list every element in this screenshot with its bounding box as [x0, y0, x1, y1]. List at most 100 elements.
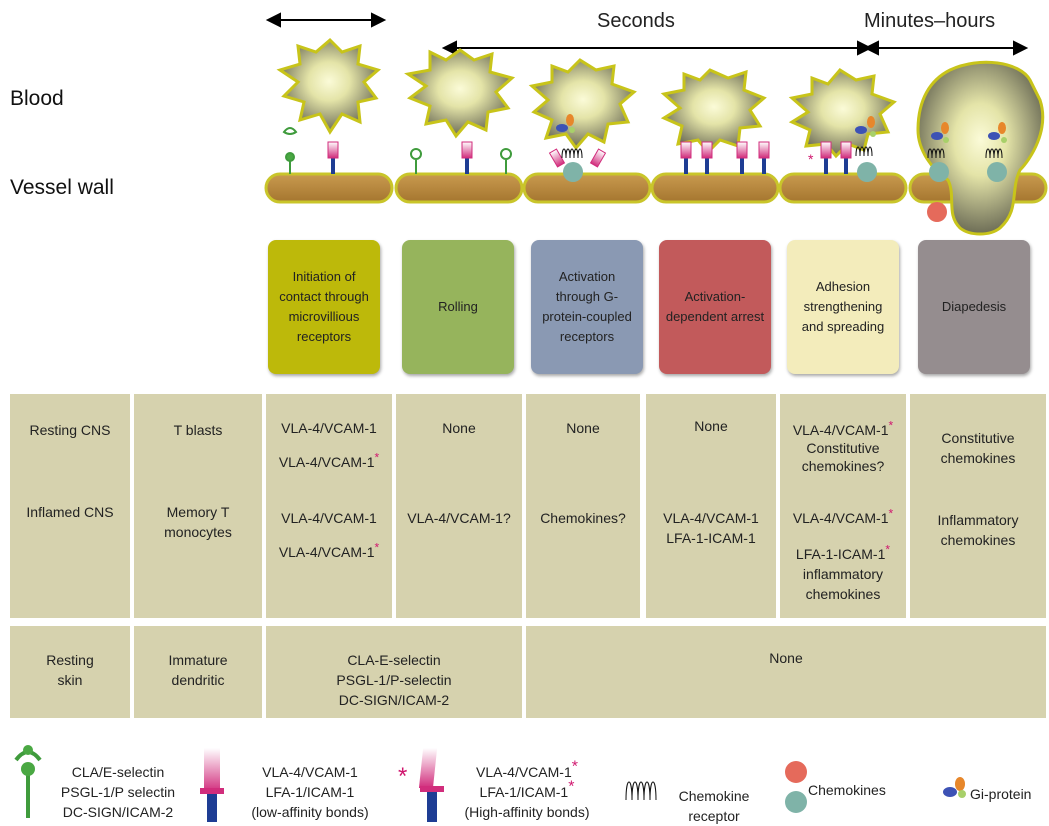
cell-col1-cns: VLA-4/VCAM-1 VLA-4/VCAM-1* VLA-4/VCAM-1 …	[266, 394, 392, 618]
cell-tissue-cns: Resting CNS Inflamed CNS	[10, 394, 130, 618]
legend-icons: *	[14, 745, 966, 822]
vessel-wall-label: Vessel wall	[10, 176, 114, 199]
stage-activation-label: Activation through G-protein-coupled rec…	[542, 269, 632, 344]
stage-diapedesis: Diapedesis	[918, 240, 1030, 374]
receptor-markers: *	[556, 114, 1007, 222]
chemokine-receptor-icon	[625, 781, 657, 801]
resting-skin-2: skin	[57, 672, 83, 688]
resting-skin-1: Resting	[46, 652, 94, 668]
legend-selectin-3: DC-SIGN/ICAM-2	[62, 804, 174, 820]
cell-celltype-skin: Immature dendritic	[134, 626, 262, 718]
svg-text:*: *	[398, 763, 407, 790]
monocytes-label: monocytes	[164, 524, 232, 540]
cell-col3-cns: None Chemokines?	[526, 394, 640, 618]
legend-high-1-wrap: VLA-4/VCAM-1*	[452, 759, 602, 782]
arrow-minutes-hours	[863, 40, 1029, 56]
legend-high-1: VLA-4/VCAM-1	[476, 764, 572, 780]
skin-bond-3: DC-SIGN/ICAM-2	[338, 692, 450, 708]
immature-dendritic-2: dendritic	[171, 672, 225, 688]
stage-adhesion-label: Adhesion strengthening and spreading	[801, 279, 885, 334]
legend-low-1: VLA-4/VCAM-1	[262, 764, 358, 780]
cell-illustration: *	[264, 12, 1048, 236]
cell-col4-cns: None VLA-4/VCAM-1 LFA-1-ICAM-1	[646, 394, 776, 618]
legend-selectins: CLA/E-selectin PSGL-1/P selectin DC-SIGN…	[48, 762, 188, 822]
col5-top-2: Constitutive	[806, 440, 880, 456]
resting-cns-label: Resting CNS	[29, 422, 111, 438]
col1-line1: VLA-4/VCAM-1	[281, 420, 377, 436]
svg-text:*: *	[808, 151, 814, 167]
stage-rolling: Rolling	[402, 240, 514, 374]
legend-high-affinity: VLA-4/VCAM-1* LFA-1/ICAM-1* (High-affini…	[452, 759, 602, 822]
stage-adhesion: Adhesion strengthening and spreading	[787, 240, 899, 374]
legend-low-affinity: VLA-4/VCAM-1 LFA-1/ICAM-1 (low-affinity …	[230, 762, 390, 822]
col6-top-2: chemokines	[940, 450, 1016, 466]
legend-high-3: (High-affinity bonds)	[464, 804, 590, 820]
col5-bottom-4: chemokines	[805, 586, 881, 602]
t-blasts-label: T blasts	[173, 422, 223, 438]
legend-receptor-2: receptor	[688, 808, 740, 824]
col5-top-1: VLA-4/VCAM-1	[792, 422, 889, 438]
high-affinity-star: *	[571, 758, 578, 776]
stage-initiation-label: Initiation of contact through microvilli…	[279, 269, 369, 344]
col1-line4: VLA-4/VCAM-1	[278, 544, 375, 560]
high-affinity-star: *	[374, 450, 380, 465]
col3-top: None	[566, 420, 600, 436]
stage-arrest: Activation-dependent arrest	[659, 240, 771, 374]
arrow-initiation	[265, 12, 387, 28]
legend-gi-protein: Gi-protein	[970, 786, 1032, 802]
gi-protein-icon	[943, 777, 966, 798]
high-affinity-star: *	[888, 418, 894, 433]
col5-top-3: chemokines?	[801, 458, 885, 474]
cell-skin-none: None	[526, 626, 1046, 718]
legend-chemokines: Chemokines	[808, 782, 886, 798]
cell-tissue-skin: Resting skin	[10, 626, 130, 718]
col1-line3: VLA-4/VCAM-1	[281, 510, 377, 526]
col5-bottom-2: LFA-1-ICAM-1	[795, 546, 886, 562]
memory-t-label: Memory T	[166, 504, 230, 520]
high-affinity-integrin-icon: *	[398, 748, 444, 822]
skin-bond-2: PSGL-1/P-selectin	[336, 672, 452, 688]
col5-bottom-1-wrap: VLA-4/VCAM-1*	[780, 506, 906, 528]
col5-bottom-2-wrap: LFA-1-ICAM-1*	[780, 542, 906, 564]
cell-4	[660, 68, 767, 155]
low-affinity-integrin-icon	[200, 748, 224, 822]
high-affinity-star: *	[568, 778, 575, 796]
stage-diapedesis-label: Diapedesis	[941, 299, 1007, 314]
col5-bottom-3: inflammatory	[802, 566, 884, 582]
legend-low-2: LFA-1/ICAM-1	[265, 784, 355, 800]
immature-dendritic-1: Immature	[168, 652, 228, 668]
integrin-markers	[327, 141, 852, 174]
col1-line2: VLA-4/VCAM-1	[278, 454, 375, 470]
seconds-label: Seconds	[597, 10, 675, 32]
cell-celltype-cns: T blasts Memory T monocytes	[134, 394, 262, 618]
high-affinity-star: *	[888, 506, 894, 521]
high-affinity-star: *	[885, 542, 891, 557]
stage-arrest-label: Activation-dependent arrest	[665, 289, 765, 324]
col1-line2-wrap: VLA-4/VCAM-1*	[266, 450, 392, 472]
col2-top: None	[442, 420, 476, 436]
minutes-hours-label: Minutes–hours	[864, 10, 996, 32]
stage-rolling-label: Rolling	[438, 299, 478, 314]
col3-bottom: Chemokines?	[540, 510, 626, 526]
cell-1	[276, 37, 382, 135]
legend-chemokine-receptor: Chemokine receptor	[664, 786, 764, 826]
col6-bottom-1: Inflammatory	[937, 512, 1019, 528]
cell-col6-cns: Constitutive chemokines Inflammatory che…	[910, 394, 1046, 618]
selectin-icon	[14, 745, 42, 818]
arrow-seconds	[441, 40, 873, 56]
col2-bottom: VLA-4/VCAM-1?	[407, 510, 511, 526]
high-affinity-star: *	[374, 540, 380, 555]
col1-line4-wrap: VLA-4/VCAM-1*	[266, 540, 392, 562]
vessel-wall	[264, 172, 1048, 204]
selectin-markers	[282, 127, 512, 174]
skin-bond-1: CLA-E-selectin	[347, 652, 441, 668]
col6-top-1: Constitutive	[941, 430, 1015, 446]
chemokines-icon	[785, 761, 807, 813]
stage-activation: Activation through G-protein-coupled rec…	[531, 240, 643, 374]
col4-top: None	[694, 418, 728, 434]
cell-2	[404, 48, 516, 139]
col5-bottom-1: VLA-4/VCAM-1	[792, 510, 889, 526]
skin-none: None	[769, 650, 803, 666]
col6-bottom-2: chemokines	[940, 532, 1016, 548]
cell-skin-bonds: CLA-E-selectin PSGL-1/P-selectin DC-SIGN…	[266, 626, 522, 718]
